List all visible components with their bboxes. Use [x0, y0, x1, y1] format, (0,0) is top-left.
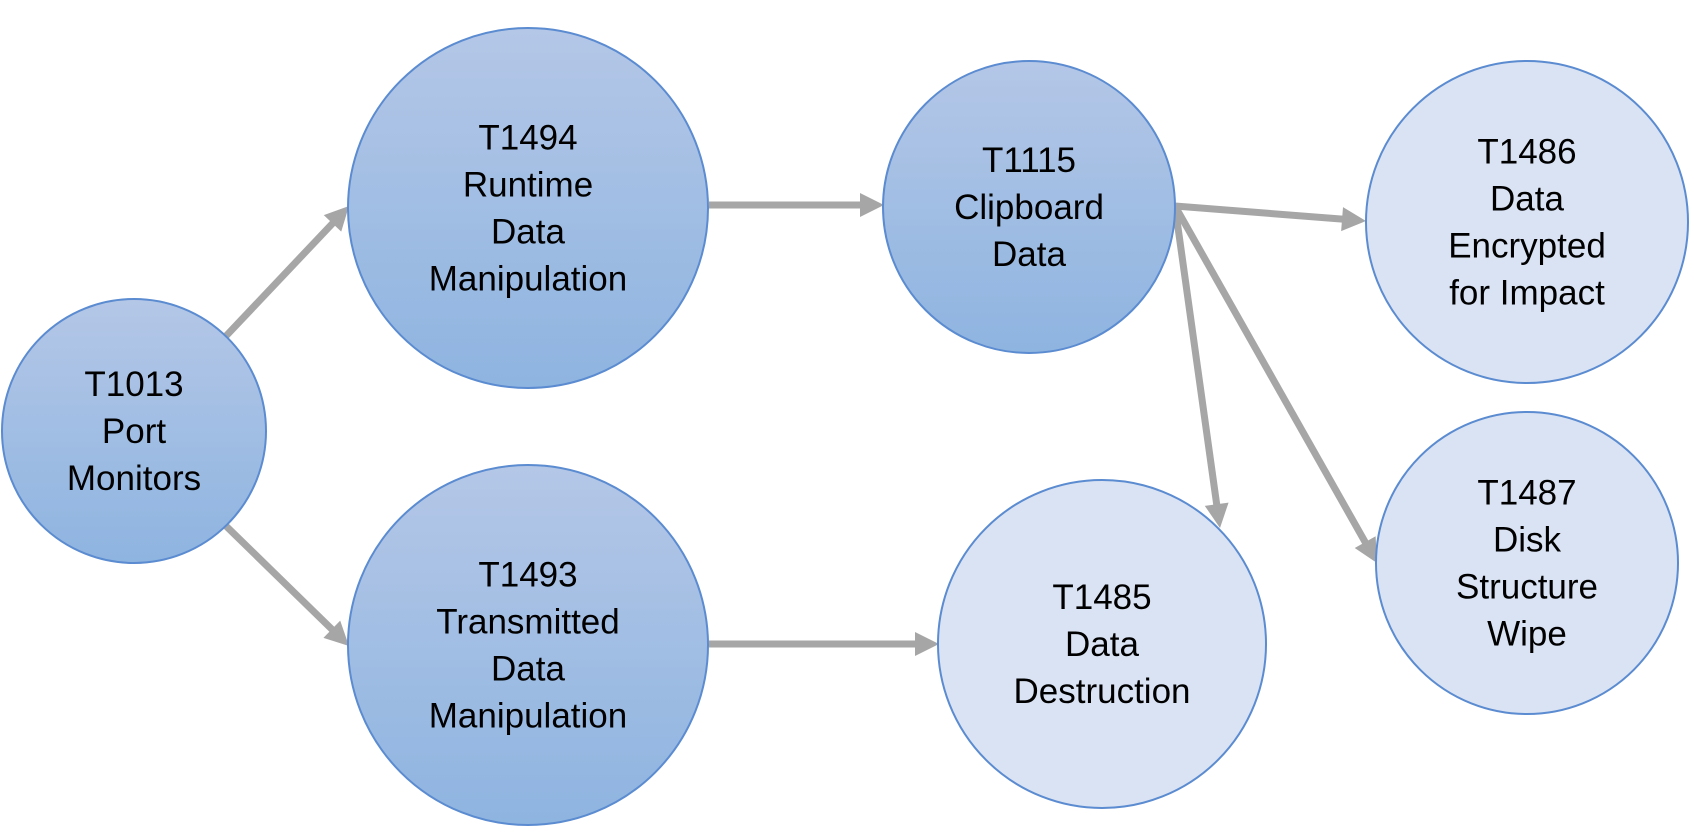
node-technique-id: T1013: [84, 365, 183, 404]
node-circle: [1375, 411, 1679, 715]
edge-line: [1171, 205, 1221, 507]
edge-t1494-to-t1115: [709, 193, 884, 217]
node-circle: [347, 27, 709, 389]
node-technique-id: T1494: [478, 119, 577, 158]
node-label-line: Data: [1490, 180, 1564, 219]
edge-line: [223, 523, 336, 634]
nodes-layer: T1013PortMonitorsT1494RuntimeDataManipul…: [1, 27, 1689, 826]
node-technique-id: T1487: [1477, 474, 1576, 513]
node-circle: [1, 298, 267, 564]
edge-t1115-to-t1485: [1171, 205, 1229, 528]
arrowhead-icon: [1204, 502, 1229, 528]
arrowhead-icon: [860, 193, 884, 217]
arrowhead-icon: [323, 620, 349, 646]
node-label-line: Transmitted: [436, 603, 619, 642]
node-label-line: Encrypted: [1448, 227, 1606, 266]
node-label-line: Data: [491, 213, 565, 252]
node-label-line: Data: [992, 235, 1066, 274]
node-circle: [347, 464, 709, 826]
node-technique-id: T1493: [478, 556, 577, 595]
edge-t1493-to-t1485: [709, 632, 939, 656]
edges-layer: [223, 193, 1377, 656]
node-label-line: Port: [102, 412, 166, 451]
node-circle: [1365, 60, 1689, 384]
node-technique-id: T1486: [1477, 133, 1576, 172]
node-label-line: Clipboard: [954, 188, 1104, 227]
node-label-line: Monitors: [67, 459, 201, 498]
node-label-line: Runtime: [463, 166, 593, 205]
node-label-line: Structure: [1456, 568, 1598, 607]
node-circle: [937, 479, 1267, 809]
node-label-line: Wipe: [1487, 615, 1567, 654]
node-label-line: Manipulation: [429, 260, 627, 299]
edge-t1013-to-t1494: [223, 206, 349, 339]
arrowhead-icon: [915, 632, 939, 656]
arrowhead-icon: [1354, 536, 1377, 563]
node-label-line: for Impact: [1449, 274, 1605, 313]
node-label-line: Manipulation: [429, 697, 627, 736]
node-technique-id: T1485: [1052, 578, 1151, 617]
node-label-line: Data: [1065, 625, 1139, 664]
edge-line: [1174, 202, 1345, 223]
arrowhead-icon: [323, 206, 349, 232]
node-technique-id: T1115: [982, 141, 1076, 180]
edge-t1013-to-t1493: [223, 523, 349, 646]
node-label-line: Data: [491, 650, 565, 689]
node-label-line: Destruction: [1013, 672, 1190, 711]
node-label-line: Disk: [1493, 521, 1562, 560]
edge-t1115-to-t1486: [1174, 202, 1366, 232]
edge-line: [1171, 204, 1370, 546]
arrowhead-icon: [1341, 207, 1366, 232]
node-circle: [882, 60, 1176, 354]
edge-line: [223, 219, 337, 339]
edge-t1115-to-t1487: [1171, 204, 1377, 563]
